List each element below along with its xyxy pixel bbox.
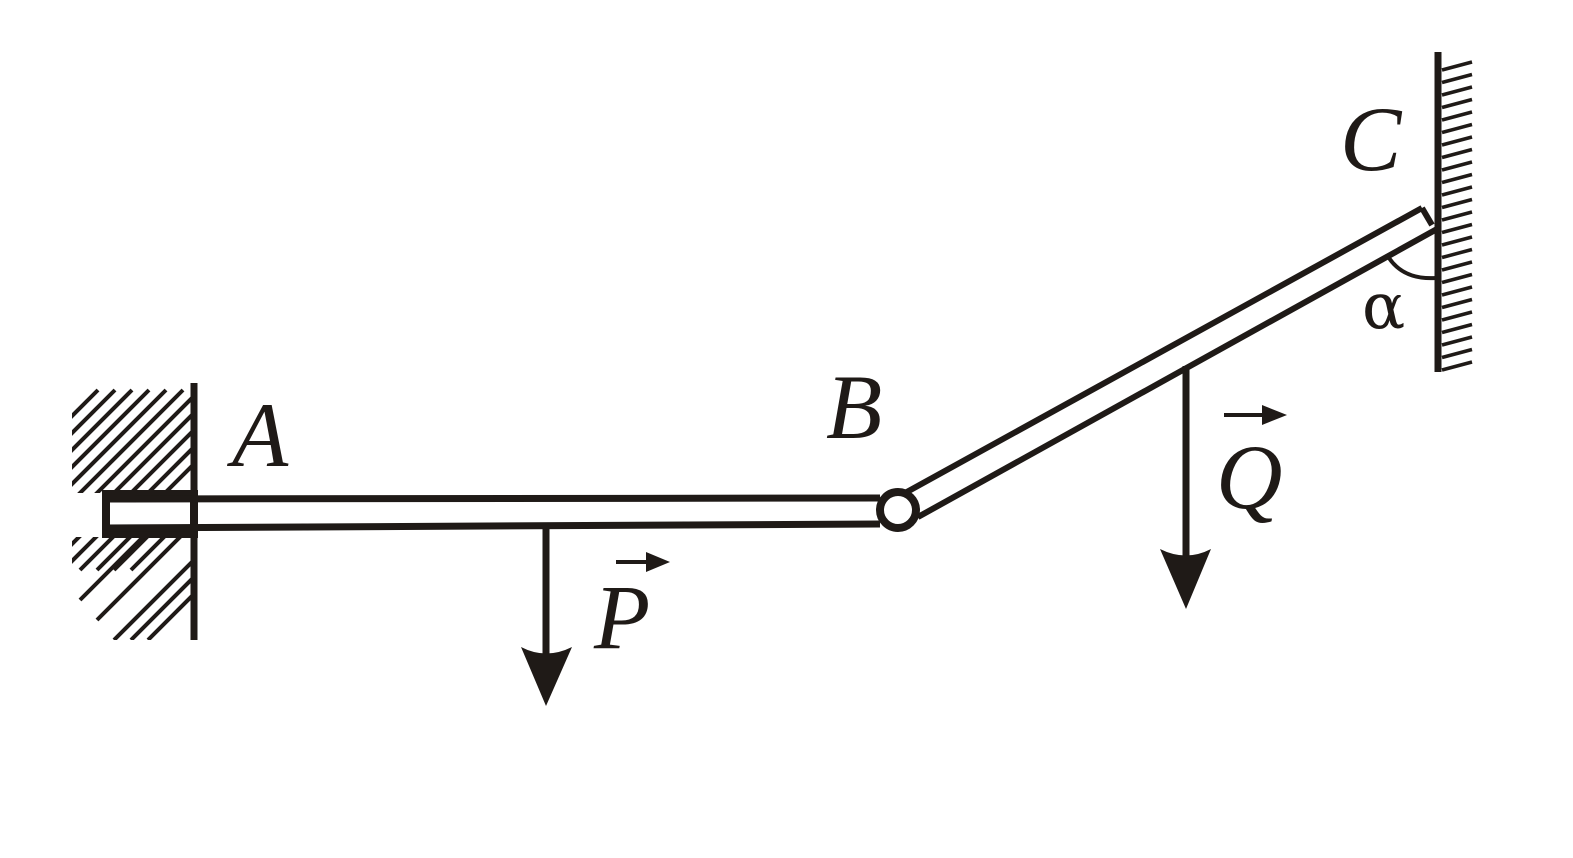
label-alpha: α [1362,270,1405,344]
force-p-arrow [521,527,572,706]
wall-c-hatch-line [1441,97,1473,110]
wall-c-hatch-line [1441,85,1473,97]
vector-p-overarrow [616,552,670,572]
vector-q-overarrow [1224,405,1287,425]
hinge-b [876,488,920,532]
wall-c-hatch-line [1441,260,1473,272]
wall-c-hatch-line [1441,347,1473,360]
wall-c-hatch-line [1441,185,1473,197]
wall-c-hatch-line [1441,272,1473,285]
wall-support-c [1434,52,1473,372]
beam-ab [105,494,881,532]
support-a-hatching [72,388,193,640]
angle-alpha-arc [1387,256,1437,281]
force-q-arrow [1160,366,1211,609]
wall-c-hatch-line [1441,247,1473,260]
wall-c-hatch-line [1441,110,1473,122]
wall-c-hatch-line [1441,197,1473,210]
wall-c-hatch-line [1441,135,1473,147]
label-p: P [593,566,650,668]
beam-bc [903,205,1439,520]
wall-c-hatch-line [1441,310,1473,322]
wall-c-hatch-line [1441,222,1473,235]
wall-c-hatch-line [1441,360,1473,372]
wall-c-hatch-line [1441,335,1473,347]
label-b: B [826,356,882,458]
wall-c-hatch-line [1441,160,1473,172]
wall-c-hatch-line [1441,60,1473,72]
beam-ab-embedded-end [102,490,198,538]
wall-c-hatch-line [1441,235,1473,247]
wall-c-hatch-line [1441,122,1473,135]
wall-c-hatch-line [1441,210,1473,222]
wall-c-hatch-line [1441,322,1473,335]
label-a: A [226,384,289,486]
wall-c-hatching [1441,60,1473,372]
wall-c-hatch-line [1441,297,1473,310]
label-q: Q [1216,426,1282,528]
wall-c-hatch-line [1441,147,1473,160]
wall-c-hatch-line [1441,72,1473,85]
label-c: C [1340,88,1403,190]
wall-c-hatch-line [1441,172,1473,185]
fixed-support-a [72,383,198,640]
wall-c-hatch-line [1441,285,1473,297]
